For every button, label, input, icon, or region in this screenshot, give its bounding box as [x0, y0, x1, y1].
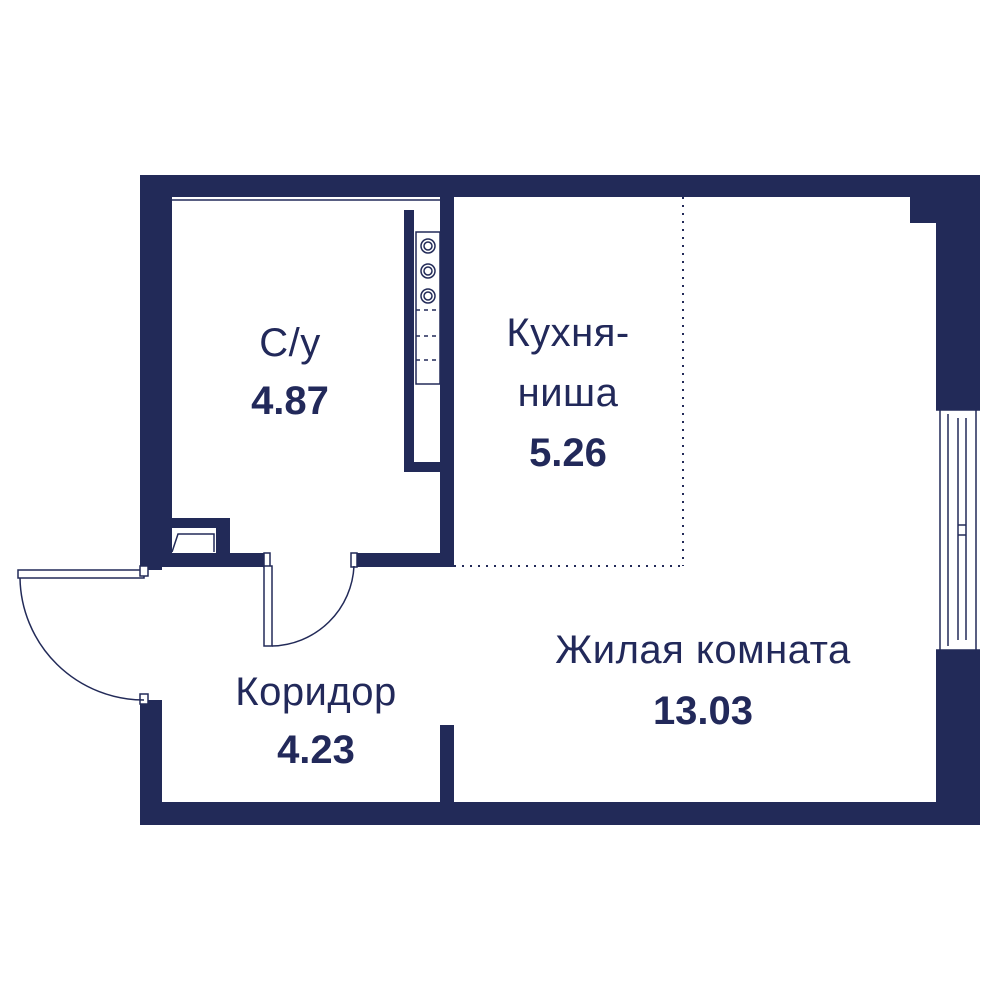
- room-bathroom: С/у 4.87: [251, 321, 329, 423]
- top-wall: [140, 175, 980, 197]
- bottom-wall: [140, 802, 980, 825]
- room-area: 13.03: [653, 689, 753, 733]
- corridor-partition: [440, 725, 454, 805]
- shaft-top: [162, 518, 230, 528]
- niche-wall: [404, 210, 414, 472]
- shaft-icon: [171, 533, 215, 553]
- walls: [140, 175, 980, 825]
- room-area: 4.23: [277, 728, 355, 772]
- room-name-line1: Кухня-: [506, 311, 629, 355]
- room-kitchen-niche: Кухня- ниша 5.26: [506, 311, 629, 475]
- room-living-room: Жилая комната 13.03: [555, 628, 851, 733]
- window-icon: [936, 409, 980, 651]
- bathroom-door-icon: [263, 552, 358, 647]
- room-name: С/у: [259, 321, 321, 365]
- room-name: Жилая комната: [555, 628, 851, 672]
- room-name: Коридор: [235, 670, 396, 714]
- corner-column: [910, 175, 980, 223]
- left-wall-lower: [140, 700, 162, 825]
- bathroom-bottom-left: [162, 553, 264, 567]
- room-name-line2: ниша: [518, 371, 619, 415]
- niche-bottom: [404, 462, 444, 472]
- bathroom-kitchen-partition: [440, 197, 454, 567]
- bathroom-inner-left: [162, 197, 172, 557]
- room-area: 4.87: [251, 379, 329, 423]
- room-area: 5.26: [529, 431, 607, 475]
- bathroom-bottom-right: [357, 553, 454, 567]
- room-corridor: Коридор 4.23: [235, 670, 396, 772]
- entrance-door-icon: [17, 565, 149, 705]
- left-wall-upper: [140, 175, 162, 570]
- stove-icon: [415, 231, 441, 385]
- kitchen-zone-boundary: [454, 197, 684, 567]
